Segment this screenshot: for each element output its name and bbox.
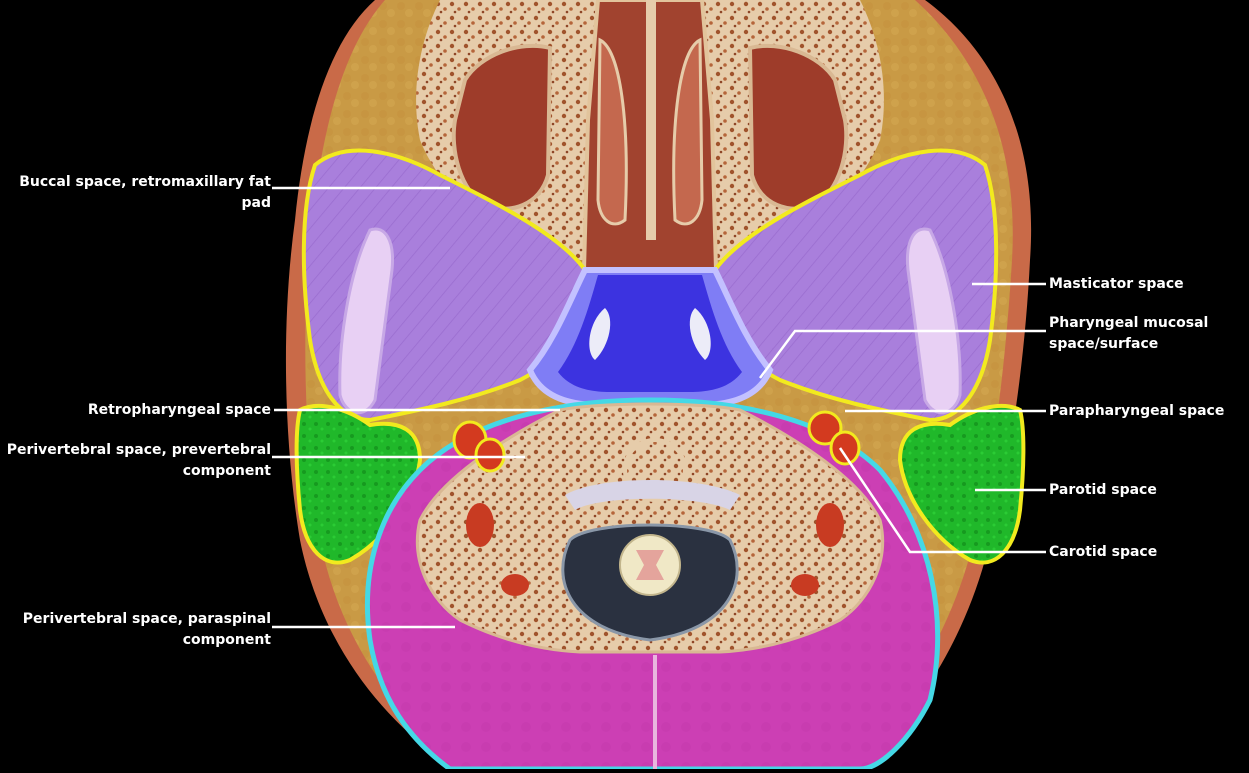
label-perivertebral-paraspinal-line-2: component	[182, 632, 271, 648]
label-pharyngeal-mucosal-line-1: Pharyngeal mucosal	[1049, 315, 1209, 331]
left-maxillary-sinus	[451, 43, 553, 211]
label-parotid-space: Parotid space	[1049, 480, 1157, 501]
leader-line-pharyngeal-mucosal	[758, 329, 1046, 379]
spinal-cord-gray-matter	[636, 550, 664, 580]
right-parotid-space	[897, 404, 1026, 565]
label-parapharyngeal-space: Parapharyngeal space	[1049, 401, 1224, 422]
label-perivertebral-prevertebral: Perivertebral space, prevertebral compon…	[7, 440, 271, 482]
label-retropharyngeal-line-1: Retropharyngeal space	[87, 402, 271, 418]
label-buccal-space: Buccal space, retromaxillary fat pad	[19, 172, 271, 214]
label-parotid-line-1: Parotid space	[1049, 482, 1157, 498]
right-jugular-vein	[829, 430, 861, 466]
nasal-septum	[646, 0, 656, 240]
label-buccal-line-2: pad	[241, 195, 272, 211]
label-buccal-line-1: Buccal space, retromaxillary fat	[19, 174, 271, 190]
label-masticator-line-1: Masticator space	[1049, 276, 1184, 292]
left-jugular-vein	[474, 437, 506, 473]
right-torus-tubarius	[689, 308, 711, 360]
label-pharyngeal-mucosal-line-2: space/surface	[1049, 336, 1159, 352]
label-masticator-space: Masticator space	[1049, 274, 1184, 295]
left-torus-tubarius	[589, 308, 611, 360]
label-perivertebral-paraspinal-line-1: Perivertebral space, paraspinal	[22, 611, 271, 627]
right-turbinate	[672, 37, 704, 226]
label-perivertebral-prevertebral-line-2: component	[182, 463, 271, 479]
label-parapharyngeal-line-1: Parapharyngeal space	[1049, 403, 1225, 419]
label-carotid-line-1: Carotid space	[1049, 544, 1158, 560]
right-mandibular-ramus	[905, 227, 962, 414]
label-retropharyngeal-space: Retropharyngeal space	[88, 400, 271, 421]
label-perivertebral-prevertebral-line-1: Perivertebral space, prevertebral	[6, 442, 271, 458]
right-carotid-artery	[807, 410, 843, 446]
label-pharyngeal-mucosal-space: Pharyngeal mucosal space/surface	[1049, 313, 1208, 355]
label-perivertebral-paraspinal: Perivertebral space, paraspinal componen…	[23, 609, 271, 651]
right-vertebral-vein	[791, 574, 819, 596]
label-carotid-space: Carotid space	[1049, 542, 1157, 563]
atlas-anterior-arch	[565, 480, 740, 510]
left-vertebral-artery	[466, 503, 494, 547]
left-mandibular-ramus	[338, 227, 395, 414]
left-vertebral-vein	[501, 574, 529, 596]
left-turbinate	[596, 37, 628, 226]
pharyngeal-airway	[558, 275, 742, 392]
leader-line-carotid	[838, 447, 1046, 554]
right-maxillary-sinus	[747, 43, 849, 211]
right-vertebral-artery	[816, 503, 844, 547]
